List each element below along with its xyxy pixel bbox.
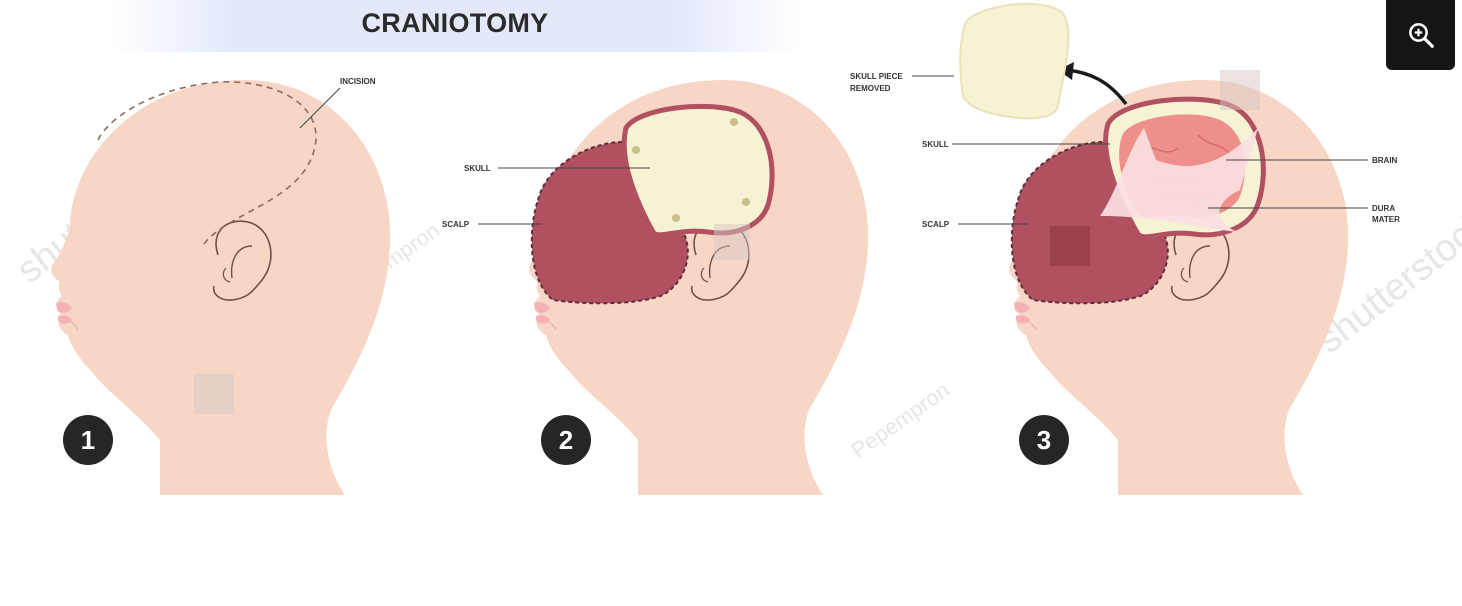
dura-mater [1100, 128, 1258, 232]
label-brain: BRAIN [1372, 156, 1398, 165]
title-banner: CRANIOTOMY [110, 0, 800, 52]
label-skull: SKULL [922, 140, 949, 149]
label-dura-mater-1: DURA [1372, 204, 1395, 213]
skull-piece [621, 103, 775, 238]
label-skull: SKULL [464, 164, 491, 173]
step-1-head: INCISION [50, 77, 391, 496]
svg-text:1: 1 [81, 425, 95, 455]
zoom-in-icon [1408, 23, 1434, 48]
watermark-mark [1050, 226, 1090, 266]
label-skull-piece-removed-1: SKULL PIECE [850, 72, 903, 81]
step-1-badge: 1 [63, 415, 113, 465]
watermark-mark [1220, 70, 1260, 110]
incision-line [97, 81, 317, 245]
step-2-badge: 2 [541, 415, 591, 465]
step-3-head: SKULL PIECE REMOVED SKULL SCALP BRAIN DU… [850, 2, 1400, 496]
svg-text:2: 2 [559, 425, 573, 455]
page-title: CRANIOTOMY [361, 8, 549, 38]
watermark-mark [194, 374, 234, 414]
watermark-mark [714, 224, 750, 260]
label-skull-piece-removed-2: REMOVED [850, 84, 891, 93]
label-incision: INCISION [340, 77, 376, 86]
label-dura-mater-2: MATER [1372, 215, 1400, 224]
step-2-head: SKULL SCALP [442, 79, 869, 496]
watermark-author: Pepempron [847, 377, 955, 463]
zoom-button[interactable] [1386, 0, 1455, 70]
label-scalp: SCALP [442, 220, 470, 229]
removal-arrow [1065, 68, 1128, 106]
label-scalp: SCALP [922, 220, 950, 229]
svg-text:3: 3 [1037, 425, 1051, 455]
removed-skull-piece [959, 2, 1070, 120]
step-3-badge: 3 [1019, 415, 1069, 465]
